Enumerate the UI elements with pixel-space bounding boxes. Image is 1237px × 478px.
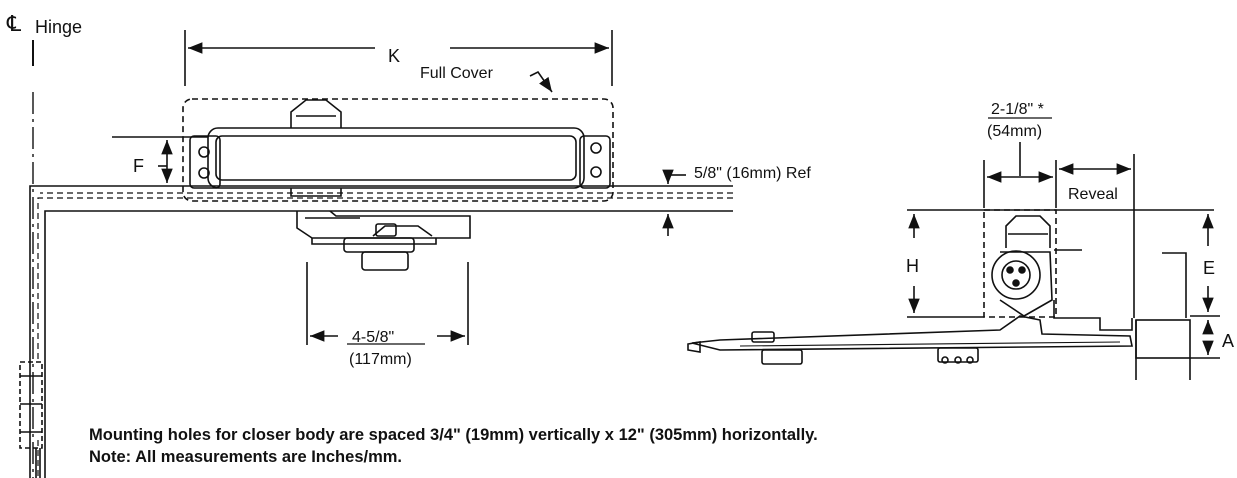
hinge-leaf-drawing — [19, 361, 43, 478]
dimension-4-5-8 — [306, 262, 469, 345]
dimension-2-1-8 — [983, 117, 1057, 208]
dimension-ref — [662, 169, 686, 236]
e-label: E — [1203, 258, 1215, 278]
door-frame-section — [29, 185, 733, 478]
dim-4-5-8-label: 4-5/8" — [352, 329, 394, 346]
centerline-symbol: ℄ — [6, 11, 22, 36]
closer-side-elevation — [687, 209, 1191, 380]
closer-arm-plan — [296, 210, 471, 271]
h-label: H — [906, 256, 919, 276]
full-cover-label: Full Cover — [420, 65, 494, 82]
dimension-h — [907, 209, 1214, 318]
f-label: F — [133, 156, 144, 176]
k-label: K — [388, 46, 400, 66]
dim-54mm-label: (54mm) — [987, 123, 1042, 140]
dimension-e — [1190, 214, 1220, 317]
reveal-label: Reveal — [1068, 186, 1118, 203]
ref-dimension-label: 5/8" (16mm) Ref — [694, 165, 811, 182]
full-cover-leader — [529, 70, 553, 93]
mounting-holes-note: Mounting holes for closer body are space… — [89, 426, 818, 444]
dim-117mm-label: (117mm) — [349, 351, 412, 368]
dimension-reveal — [1059, 154, 1135, 318]
a-label: A — [1222, 331, 1234, 351]
closer-body — [189, 99, 611, 197]
dimension-a — [1190, 320, 1220, 359]
dimension-f — [112, 136, 208, 183]
hinge-label: Hinge — [35, 17, 82, 37]
dimension-k — [184, 30, 613, 86]
measurements-note: Note: All measurements are Inches/mm. — [89, 448, 403, 466]
dim-2-1-8-label: 2-1/8" * — [991, 101, 1044, 118]
full-cover-outline — [182, 98, 614, 202]
